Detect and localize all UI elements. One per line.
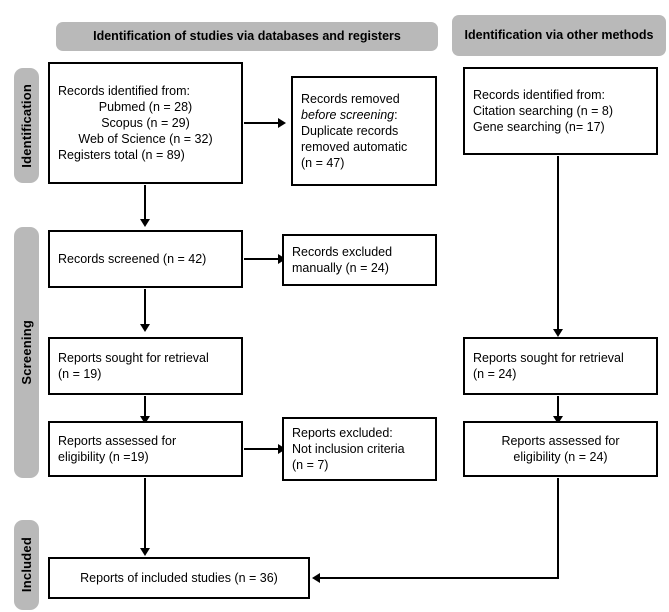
box-records-removed: Records removed before screening: Duplic… (291, 76, 437, 186)
phase-bar-screening: Screening (14, 227, 39, 478)
connector-screened-to-sought-left (144, 289, 146, 326)
other-identified-line-3: Gene searching (n= 17) (473, 120, 605, 134)
arrowhead-sought-left-to-assessed-left (140, 416, 150, 424)
reports-sought-right-line-2: (n = 24) (473, 367, 517, 381)
arrowhead-sought-right-to-assessed-right (553, 416, 563, 424)
connector-sought-right-to-assessed-right (557, 396, 559, 420)
arrowhead-identified-to-screened (140, 219, 150, 227)
connector-screened-to-excluded (244, 258, 280, 260)
reports-excluded-line-3: (n = 7) (292, 458, 329, 472)
records-identified-line-2: Pubmed (n = 28) (98, 100, 193, 114)
reports-sought-right-line-1: Reports sought for retrieval (473, 351, 624, 365)
connector-assessed-to-excluded (244, 448, 280, 450)
phase-bar-identification: Identification (14, 68, 39, 183)
box-reports-assessed-right: Reports assessed for eligibility (n = 24… (463, 421, 658, 477)
records-excluded-line-1: Records excluded (292, 245, 393, 259)
phase-label-included: Included (19, 537, 34, 593)
records-removed-line-3: Duplicate records (301, 124, 399, 138)
records-identified-line-3: Scopus (n = 29) (101, 116, 190, 130)
records-removed-line-4: removed automatic (301, 140, 408, 154)
arrowhead-other-to-sought-right (553, 329, 563, 337)
other-identified-line-1: Records identified from: (473, 88, 606, 102)
box-records-screened: Records screened (n = 42) (48, 230, 243, 288)
banner-databases-label: Identification of studies via databases … (93, 29, 401, 43)
connector-identified-to-removed (244, 122, 280, 124)
box-records-identified: Records identified from: Pubmed (n = 28)… (48, 62, 243, 184)
phase-bar-included: Included (14, 520, 39, 610)
reports-sought-left-line-2: (n = 19) (58, 367, 102, 381)
box-reports-sought-left: Reports sought for retrieval (n = 19) (48, 337, 243, 395)
reports-excluded-line-1: Reports excluded: (292, 426, 393, 440)
included-studies-line-1: Reports of included studies (n = 36) (80, 571, 278, 585)
records-removed-colon: : (394, 108, 398, 122)
reports-sought-left-line-1: Reports sought for retrieval (58, 351, 209, 365)
records-excluded-line-2: manually (n = 24) (292, 261, 389, 275)
records-removed-italic: before screening (301, 108, 395, 122)
reports-assessed-left-line-1: Reports assessed for (58, 434, 177, 448)
phase-label-screening: Screening (19, 320, 34, 385)
records-removed-line-1: Records removed (301, 92, 400, 106)
box-reports-excluded: Reports excluded: Not inclusion criteria… (282, 417, 437, 481)
records-removed-line-5: (n = 47) (301, 156, 345, 170)
connector-identified-to-screened (144, 185, 146, 221)
banner-other-methods: Identification via other methods (452, 15, 666, 56)
records-removed-line-2: before screening: (301, 107, 427, 123)
arrowhead-identified-to-removed (278, 118, 286, 128)
connector-sought-left-to-assessed-left (144, 396, 146, 420)
connector-assessed-right-to-included (320, 577, 559, 579)
banner-databases-registers: Identification of studies via databases … (56, 22, 438, 51)
arrowhead-assessed-left-to-included (140, 548, 150, 556)
box-other-identified: Records identified from: Citation search… (463, 67, 658, 155)
records-identified-line-1: Records identified from: (58, 84, 191, 98)
arrowhead-right-to-included (312, 573, 320, 583)
reports-assessed-left-line-2: eligibility (n =19) (58, 450, 149, 464)
box-reports-sought-right: Reports sought for retrieval (n = 24) (463, 337, 658, 395)
records-identified-line-5: Registers total (n = 89) (58, 148, 185, 162)
reports-assessed-right-line-2: eligibility (n = 24) (513, 450, 608, 464)
connector-assessed-right-down (557, 478, 559, 579)
records-identified-line-4: Web of Science (n = 32) (78, 132, 213, 146)
reports-assessed-right-line-1: Reports assessed for (501, 434, 620, 448)
box-records-excluded: Records excluded manually (n = 24) (282, 234, 437, 286)
box-reports-assessed-left: Reports assessed for eligibility (n =19) (48, 421, 243, 477)
arrowhead-screened-to-sought-left (140, 324, 150, 332)
other-identified-line-2: Citation searching (n = 8) (473, 104, 614, 118)
phase-label-identification: Identification (19, 83, 34, 168)
connector-other-to-sought-right (557, 156, 559, 331)
records-screened-line-1: Records screened (n = 42) (58, 252, 207, 266)
connector-assessed-left-to-included (144, 478, 146, 550)
reports-excluded-line-2: Not inclusion criteria (292, 442, 405, 456)
box-included-studies: Reports of included studies (n = 36) (48, 557, 310, 599)
banner-other-label: Identification via other methods (464, 28, 654, 42)
